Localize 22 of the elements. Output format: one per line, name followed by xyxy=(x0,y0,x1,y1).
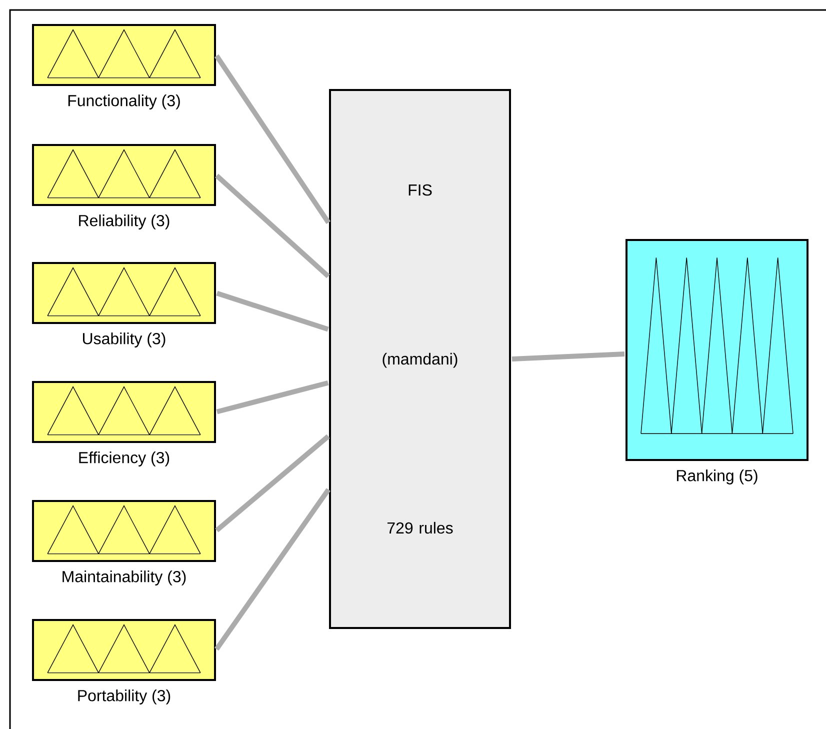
connector-line xyxy=(512,352,625,362)
connector-line xyxy=(215,174,330,278)
node-label: Portability (3) xyxy=(78,690,170,704)
membership-function-box: Maintainability (3) xyxy=(32,500,216,586)
connector-line xyxy=(216,290,329,332)
membership-function-box: Portability (3) xyxy=(32,619,216,704)
membership-function-box: Usability (3) xyxy=(32,262,216,348)
system-box: FIS (mamdani) 729 rules xyxy=(329,89,511,629)
connector-line xyxy=(216,380,329,414)
membership-function-box: Functionality (3) xyxy=(32,24,216,110)
membership-function-box: Ranking (5) xyxy=(626,239,808,484)
node-label: Usability (3) xyxy=(83,332,166,348)
node-label: Efficiency (3) xyxy=(79,452,170,466)
node-label: Ranking (5) xyxy=(676,470,758,484)
connector-line xyxy=(214,488,330,651)
node-label: Reliability (3) xyxy=(79,214,170,230)
membership-function-box: Reliability (3) xyxy=(32,144,216,230)
node-label: Maintainability (3) xyxy=(62,570,186,586)
connector-line xyxy=(215,434,330,532)
node-label: Functionality (3) xyxy=(68,94,180,110)
membership-function-box: Efficiency (3) xyxy=(32,381,216,466)
connector-line xyxy=(214,54,331,224)
